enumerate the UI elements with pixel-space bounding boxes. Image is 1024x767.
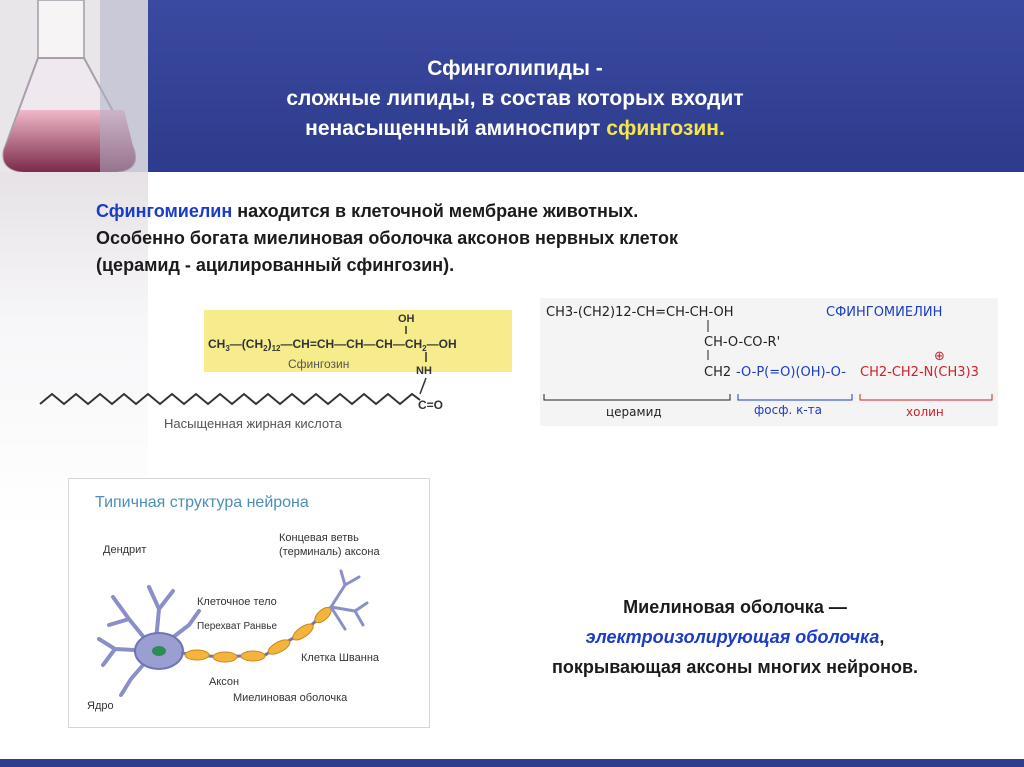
myelin-segments bbox=[184, 606, 332, 663]
dendrites bbox=[97, 585, 201, 697]
title-line-3-text: ненасыщенный аминоспирт bbox=[305, 117, 607, 140]
sm-row-2: CH-O-CO-R' bbox=[704, 335, 780, 350]
top-oh-label: OH bbox=[398, 313, 415, 325]
neuron-diagram: Типичная структура нейрона Дендрит Конце… bbox=[87, 494, 380, 712]
intro-paragraph: Сфингомиелин находится в клеточной мембр… bbox=[96, 198, 816, 279]
intro-line-1-rest: находится в клеточной мембране животных. bbox=[232, 201, 639, 221]
sphingosine-structure: OH CH3—(CH2)12—CH=CH—CH—CH—CH2—OH Сфинго… bbox=[36, 296, 526, 446]
myelin-line-1: Миелиновая оболочка — bbox=[623, 597, 847, 617]
choline-bracket bbox=[859, 394, 993, 401]
sm-row-1: CH3-(CH2)12-CH=CH-CH-OH bbox=[546, 305, 734, 320]
phosphate-bracket bbox=[737, 394, 853, 401]
phosphate-label: фосф. к-та bbox=[754, 403, 822, 417]
nh-label: NH bbox=[416, 365, 432, 377]
sphingosine-formula: CH3—(CH2)12—CH=CH—CH—CH—CH2—OH bbox=[208, 337, 457, 353]
sphingosine-diagram: OH CH3—(CH2)12—CH=CH—CH—CH—CH2—OH Сфинго… bbox=[39, 310, 512, 431]
myelin-line-2-comma: , bbox=[879, 627, 885, 647]
label-dendrite: Дендрит bbox=[103, 544, 146, 556]
label-ranvier: Перехват Ранвье bbox=[197, 621, 277, 632]
flask-icon bbox=[0, 0, 148, 172]
title-line-2: сложные липиды, в состав которых входит bbox=[286, 87, 744, 110]
sphingosine-name: Сфингозин bbox=[288, 357, 349, 371]
myelin-line-3-pre: покрывающая аксоны bbox=[551, 657, 753, 677]
neuron-diagram-panel: Типичная структура нейрона Дендрит Конце… bbox=[68, 478, 430, 728]
sm-row-3-phosphate: -O-P(=O)(OH)-O- bbox=[736, 365, 846, 380]
label-myelin: Миелиновая оболочка bbox=[233, 692, 348, 704]
carbonyl-label: C=O bbox=[418, 398, 443, 412]
axon-terminals bbox=[329, 569, 369, 631]
sm-row-3-ch2: CH2 bbox=[704, 365, 731, 380]
sm-row-3-choline: CH2-CH2-N(CH3)3 bbox=[860, 365, 979, 380]
sphingomyelin-formula-panel: CH3-(CH2)12-CH=CH-CH-OH СФИНГОМИЕЛИН CH-… bbox=[540, 298, 998, 426]
label-axon: Аксон bbox=[209, 676, 239, 688]
sm-name: СФИНГОМИЕЛИН bbox=[826, 305, 942, 320]
ceramide-bracket bbox=[543, 394, 731, 401]
choline-label: холин bbox=[906, 405, 944, 419]
sphingomyelin-diagram: CH3-(CH2)12-CH=CH-CH-OH СФИНГОМИЕЛИН CH-… bbox=[543, 305, 993, 419]
myelin-line-3-post: многих нейронов. bbox=[752, 657, 919, 677]
bottom-bar bbox=[0, 759, 1024, 767]
intro-line-1: Сфингомиелин находится в клеточной мембр… bbox=[96, 198, 816, 225]
label-terminal-2: (терминаль) аксона bbox=[279, 546, 380, 558]
myelin-description: Миелиновая оболочка — электроизолирующая… bbox=[470, 592, 1000, 682]
intro-term: Сфингомиелин bbox=[96, 201, 233, 221]
label-cell-body: Клеточное тело bbox=[197, 596, 277, 608]
header-panel bbox=[148, 0, 1024, 172]
neuron-title: Типичная структура нейрона bbox=[95, 494, 309, 511]
myelin-line-2: электроизолирующая оболочка, bbox=[470, 622, 1000, 652]
sm-plus-charge: ⊕ bbox=[934, 349, 945, 364]
nucleus-shape bbox=[152, 646, 166, 656]
formula-highlight-box bbox=[204, 310, 512, 372]
fatty-acid-chain bbox=[39, 392, 421, 406]
myelin-line-3: покрывающая аксоны многих нейронов. bbox=[470, 652, 1000, 682]
fatty-acid-label: Насыщенная жирная кислота bbox=[164, 416, 343, 431]
title-line-3: ненасыщенный аминоспирт сфингозин. bbox=[150, 114, 880, 144]
label-nucleus: Ядро bbox=[87, 700, 114, 712]
intro-line-3: (церамид - ацилированный сфингозин). bbox=[96, 255, 455, 275]
slide-title: Сфинголипиды - сложные липиды, в состав … bbox=[150, 54, 880, 144]
title-line-1: Сфинголипиды - bbox=[427, 57, 603, 80]
title-highlight: сфингозин. bbox=[606, 117, 725, 140]
label-schwann: Клетка Шванна bbox=[301, 652, 380, 664]
intro-line-2: Особенно богата миелиновая оболочка аксо… bbox=[96, 228, 679, 248]
myelin-line-2-italic: электроизолирующая оболочка bbox=[585, 627, 880, 647]
ceramide-label: церамид bbox=[606, 405, 662, 419]
label-terminal-1: Концевая ветвь bbox=[279, 532, 359, 544]
flask-image bbox=[0, 0, 148, 172]
